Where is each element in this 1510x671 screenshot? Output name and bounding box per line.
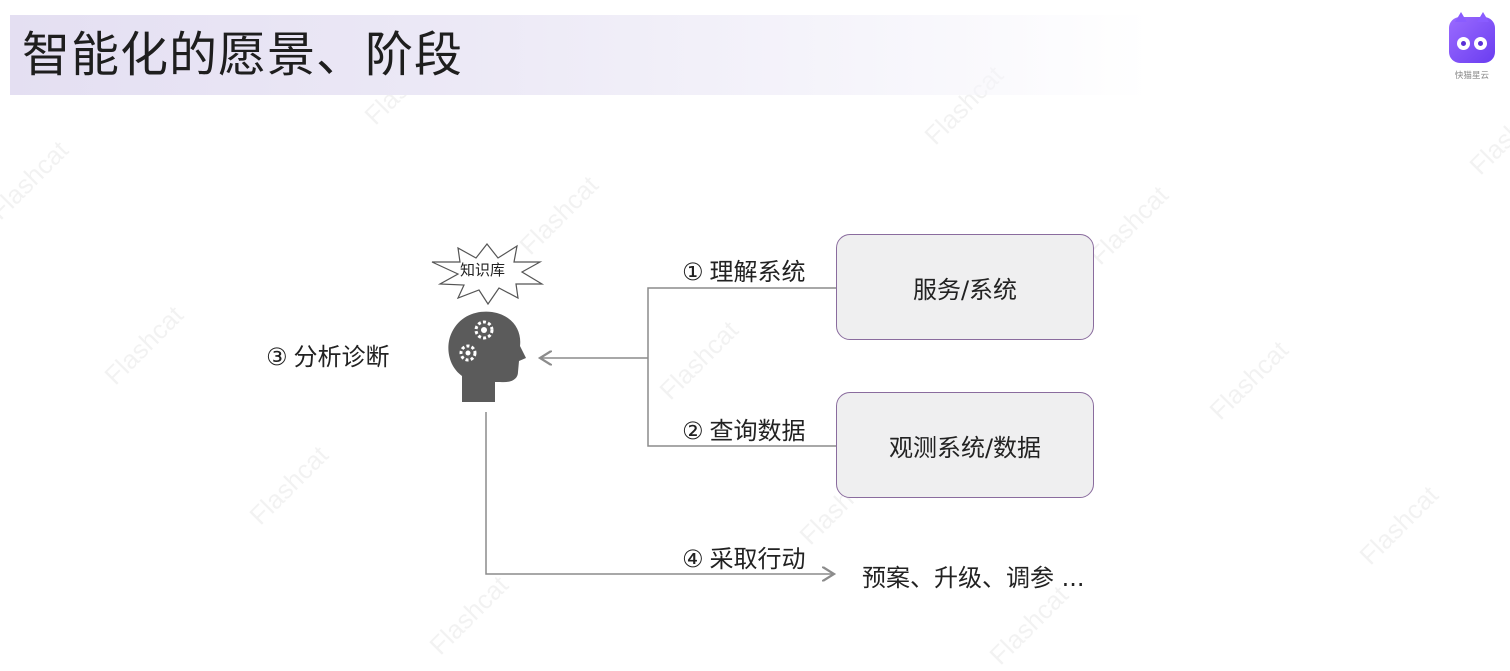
diagram-connectors xyxy=(431,243,1510,644)
step-text: 理解系统 xyxy=(709,258,806,286)
step-text: 采取行动 xyxy=(709,545,806,573)
step-number: ② xyxy=(682,417,704,445)
service-system-box: 服务/系统 xyxy=(836,234,1094,340)
step-text: 查询数据 xyxy=(709,417,806,445)
page-title: 智能化的愿景、阶段 xyxy=(22,27,464,83)
observe-system-box: 观测系统/数据 xyxy=(836,392,1094,498)
head-gears-icon xyxy=(448,311,526,402)
connector-act xyxy=(485,412,834,574)
step-number: ① xyxy=(682,258,704,286)
brand-logo: 快猫星云 xyxy=(1448,12,1496,89)
step-number: ③ xyxy=(266,343,288,371)
title-bar: 智能化的愿景、阶段 xyxy=(10,15,1150,95)
step-text: 分析诊断 xyxy=(293,343,390,371)
actions-label: 预案、升级、调参 ... xyxy=(862,564,1085,592)
cat-logo-icon xyxy=(1449,12,1495,63)
step-number: ④ xyxy=(682,545,704,573)
knowledge-burst-shape xyxy=(431,243,545,306)
connector-understand xyxy=(647,287,836,447)
logo-text: 快猫星云 xyxy=(1454,71,1490,81)
knowledge-base-label: 知识库 xyxy=(460,261,506,279)
